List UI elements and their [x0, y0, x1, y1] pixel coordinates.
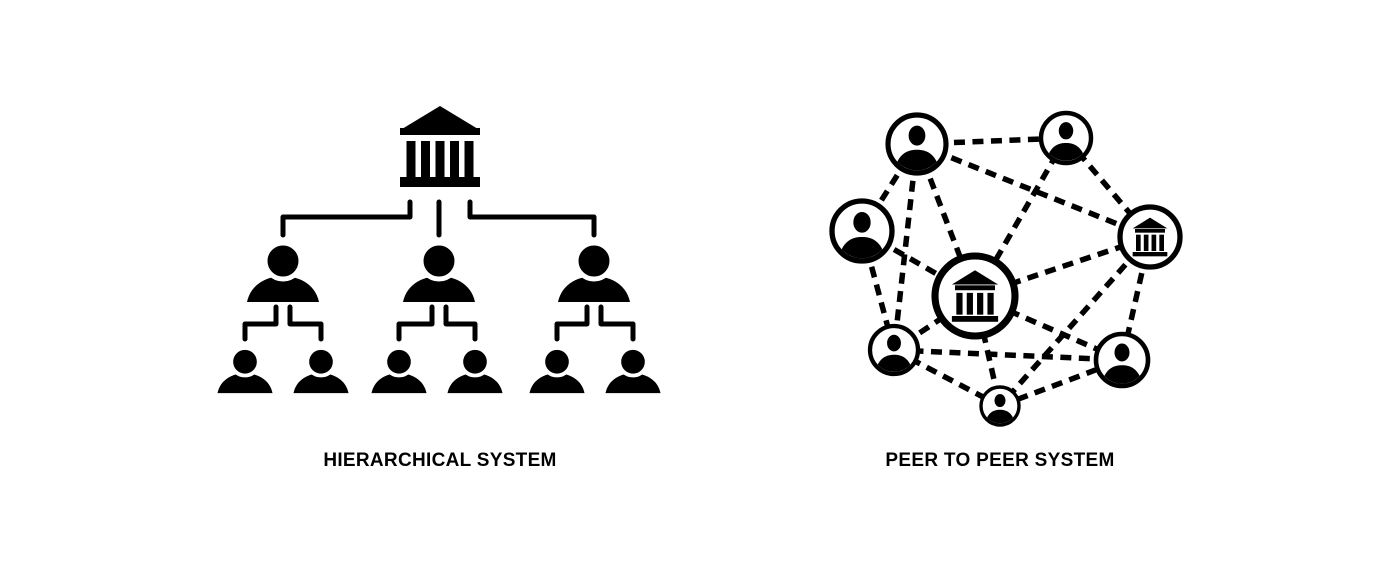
person-icon — [558, 240, 630, 303]
network-edge — [893, 347, 1123, 363]
person-icon — [605, 346, 661, 394]
peer-to-peer-diagram — [829, 110, 1183, 427]
network-edge — [997, 235, 1153, 408]
connector-line — [443, 304, 478, 342]
connector-line — [598, 304, 636, 342]
peer-to-peer-system-label: PEER TO PEER SYSTEM — [885, 450, 1115, 471]
network-edge — [891, 143, 920, 351]
person-circle-icon — [1038, 110, 1094, 166]
person-circle-icon — [1093, 331, 1151, 389]
person-circle-icon — [885, 112, 949, 176]
person-icon — [447, 346, 503, 394]
connector-line — [396, 304, 435, 342]
person-circle-icon — [867, 323, 921, 377]
person-circle-icon — [979, 385, 1021, 427]
connector-line — [242, 304, 279, 342]
person-icon — [217, 346, 273, 394]
connector-line — [554, 304, 590, 342]
person-icon — [403, 240, 475, 303]
hierarchical-diagram — [217, 106, 661, 394]
network-edge — [915, 141, 1152, 240]
bank-circle-icon — [931, 252, 1019, 340]
person-circle-icon — [829, 198, 895, 264]
bank-icon — [400, 106, 480, 187]
connector-line — [280, 199, 413, 238]
network-edge — [999, 357, 1123, 409]
person-icon — [529, 346, 585, 394]
person-icon — [247, 240, 319, 303]
hierarchical-system-label: HIERARCHICAL SYSTEM — [323, 450, 557, 471]
person-icon — [371, 346, 427, 394]
bank-circle-icon — [1117, 204, 1183, 270]
person-icon — [293, 346, 349, 394]
connector-line — [467, 199, 597, 238]
connector-line — [287, 304, 324, 342]
